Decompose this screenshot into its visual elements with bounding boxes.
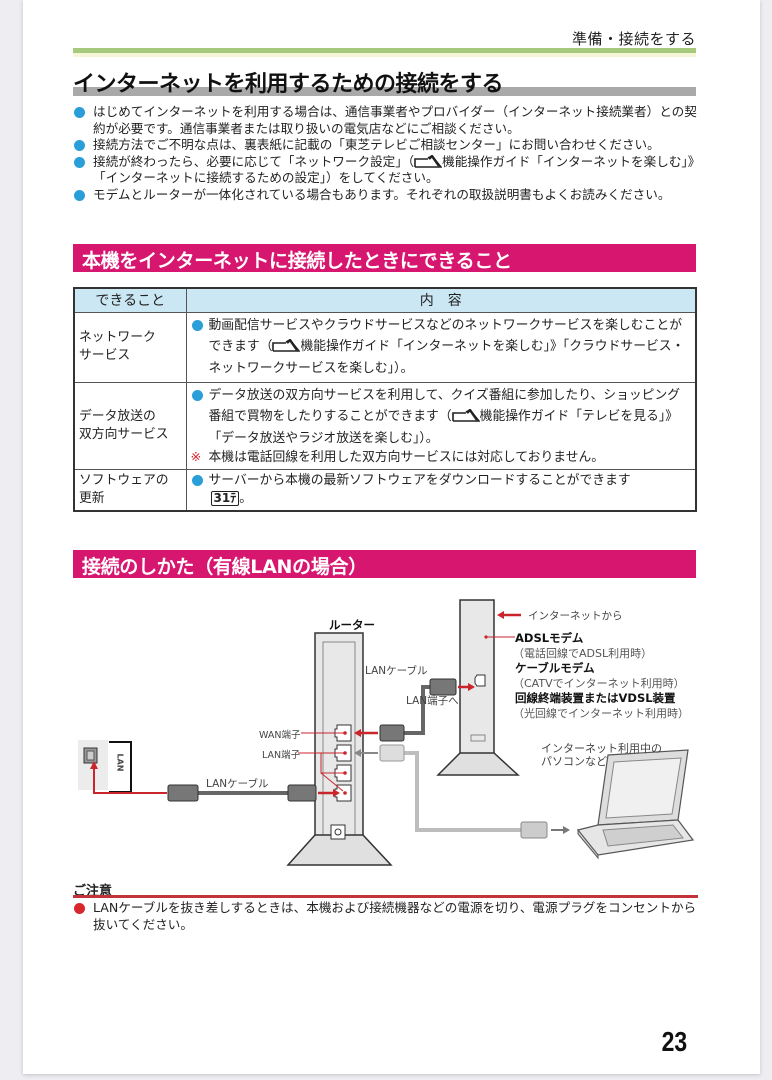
book-icon [414,154,443,168]
note-text: 本機は電話回線を利用した双方向サービスには対応しておりません。 [208,450,605,465]
bullet-text: モデムとルーターが一体化されている場合もあります。それぞれの取扱説明書もよくお読… [93,186,671,202]
category-line: ネットワーク [79,330,156,345]
caution-dot-icon [74,903,85,914]
description-note: ※ 本機は電話回線を利用した双方向サービスには対応しておりません。 [191,449,692,467]
description-bullet: データ放送の双方向サービスを利用して、クイズ番組に参加したり、ショッピング番組で… [191,385,692,450]
wan-port-label: WAN端子 [259,730,301,741]
bullet-text: 機能操作ガイド「インターネットを楽しむ」》「インターネットに接続するための設定」… [93,153,701,186]
book-icon [272,339,301,352]
description-bullet: 動画配信サービスやクラウドサービスなどのネットワークサービスを楽しむことができま… [191,315,692,380]
intro-bullet: 接続方法でご不明な点は、裏表紙に記載の「東芝テレビご相談センター」にお問い合わせ… [73,137,703,154]
description-bullet: サーバーから本機の最新ソフトウェアをダウンロードすることができます 31ﾃ。 [191,472,692,508]
connection-diagram: ルーター LANケーブル LAN端子へ WAN端子 LAN端子 LANケーブル … [73,595,703,880]
page-ref-suffix: ﾃ [230,491,237,505]
description-text: 機能操作ガイド「テレビを見る」》「データ放送やラジオ放送を楽しむ」）。 [208,409,679,446]
bullet-dot-icon [74,189,85,201]
diagram-illustration [78,599,695,866]
page-reference-badge: 31ﾃ [210,491,240,506]
page-number: 23 [661,1026,687,1057]
pc-label: パソコンなど [541,755,607,768]
bullet-dot-icon [74,140,85,151]
intro-bullet: 接続が終わったら、必要に応じて「ネットワーク設定」（機能操作ガイド「インターネッ… [73,154,703,187]
section-heading-connection: 接続のしかた（有線LANの場合） [73,550,696,578]
bullet-text: 接続が終わったら、必要に応じて「ネットワーク設定」（ [93,153,415,169]
header-rule [73,48,696,53]
bullet-dot-icon [191,475,203,486]
table-row: データ放送の 双方向サービス データ放送の双方向サービスを利用して、クイズ番組に… [73,381,697,470]
table-header-row: できること 内 容 [73,287,697,313]
table-row: ネットワーク サービス 動画配信サービスやクラウドサービスなどのネットワークサー… [73,311,697,383]
modem-note: （電話回線でADSL利用時） [513,647,653,660]
modem-note: （光回線でインターネット利用時） [513,707,689,720]
row-category: データ放送の 双方向サービス [73,381,187,470]
description-text: 機能操作ガイド「インターネットを楽しむ」》「クラウドサービス・ネットワークサービ… [208,339,685,376]
from-internet-label: インターネットから [528,610,623,622]
description-text: サーバーから本機の最新ソフトウェアをダウンロードすることができます [208,473,631,488]
note-mark: ※ [190,450,202,465]
features-table: できること 内 容 ネットワーク サービス 動画配信サービスやクラウドサービスな… [73,287,697,512]
row-category: ネットワーク サービス [73,311,187,383]
tv-lan-terminal-label: LAN [115,753,125,772]
lan-port-label: LAN端子 [262,750,301,761]
router-label: ルーター [329,618,375,632]
table-row: ソフトウェアの 更新 サーバーから本機の最新ソフトウェアをダウンロードすることが… [73,469,697,512]
category-line: ソフトウェアの [79,473,169,488]
caution-text: LANケーブルを抜き差しするときは、本機および接続機器などの電源を切り、電源プラ… [93,900,697,932]
page-title-block: インターネットを利用するための接続をする [73,66,696,97]
bullet-dot-icon [74,107,85,118]
row-category: ソフトウェアの 更新 [73,469,187,512]
category-line: データ放送の [79,408,156,424]
lan-cable-label-top: LANケーブル [365,665,428,677]
section-heading-features: 本機をインターネットに接続したときにできること [73,244,696,272]
category-line: 更新 [79,491,105,506]
intro-bullet: はじめてインターネットを利用する場合は、通信事業者やプロバイダー（インターネット… [73,104,703,137]
modem-name: 回線終端装置またはVDSL装置 [515,691,676,705]
book-icon [451,409,480,422]
bullet-dot-icon [191,389,203,401]
description-text: 動画配信サービスやクラウドサービスなどのネットワークサービスを楽しむことができま… [208,317,682,355]
column-header-feature: できること [73,287,187,313]
bullet-dot-icon [74,156,85,168]
modem-name: ケーブルモデム [515,661,595,675]
row-description: 動画配信サービスやクラウドサービスなどのネットワークサービスを楽しむことができま… [185,311,697,383]
title-underline-bar [73,87,696,96]
caution-item: LANケーブルを抜き差しするときは、本機および接続機器などの電源を切り、電源プラ… [73,900,703,933]
caution-rule [73,895,698,898]
intro-bullet: モデムとルーターが一体化されている場合もあります。それぞれの取扱説明書もよくお読… [73,187,703,204]
page-ref-number: 31 [213,491,231,505]
chapter-label: 準備・接続をする [571,30,696,48]
category-line: 双方向サービス [79,426,169,442]
page-title: インターネットを利用するための接続をする [73,72,504,97]
column-header-content: 内 容 [185,287,697,313]
bullet-dot-icon [191,319,203,331]
pc-label: インターネット利用中の [541,742,662,755]
intro-bullet-list: はじめてインターネットを利用する場合は、通信事業者やプロバイダー（インターネット… [73,104,703,203]
category-line: サービス [79,348,131,363]
row-description: サーバーから本機の最新ソフトウェアをダウンロードすることができます 31ﾃ。 [185,469,697,512]
modem-note: （CATVでインターネット利用時） [513,677,685,690]
manual-page: 準備・接続をする インターネットを利用するための接続をする はじめてインターネッ… [23,0,760,1074]
description-text: データ放送の双方向サービスを利用して、クイズ番組に参加したり、ショッピング番組で… [208,387,681,425]
lan-port-to-label: LAN端子へ [406,695,459,707]
description-text: 。 [239,491,253,506]
row-description: データ放送の双方向サービスを利用して、クイズ番組に参加したり、ショッピング番組で… [185,381,697,470]
header-rule-shade [73,53,696,57]
modem-name: ADSLモデム [515,631,584,645]
lan-cable-label-bottom: LANケーブル [206,778,269,790]
bullet-text: 接続方法でご不明な点は、裏表紙に記載の「東芝テレビご相談センター」にお問い合わせ… [93,137,660,152]
bullet-text: はじめてインターネットを利用する場合は、通信事業者やプロバイダー（インターネット… [93,104,697,136]
caution-bullet: LANケーブルを抜き差しするときは、本機および接続機器などの電源を切り、電源プラ… [73,900,703,933]
